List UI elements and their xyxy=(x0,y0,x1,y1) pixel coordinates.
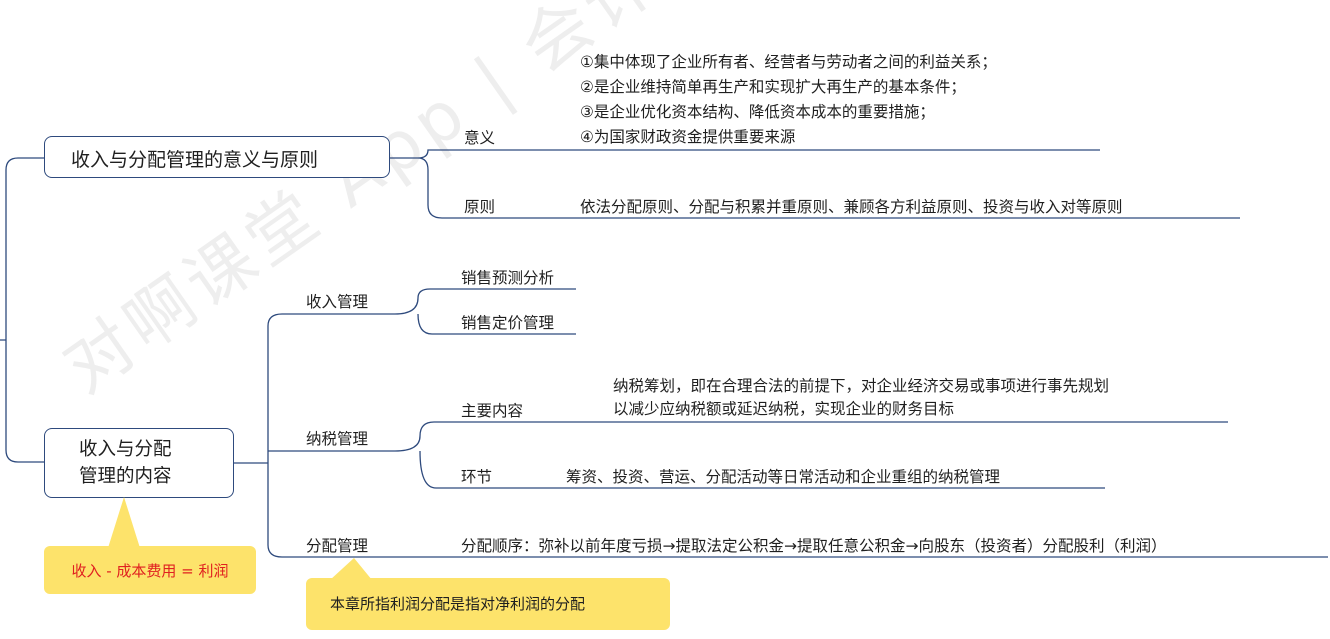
root-connector xyxy=(0,157,44,463)
tax-stage-label[interactable]: 环节 xyxy=(461,468,493,486)
net-profit-note[interactable]: 本章所指利润分配是指对净利润的分配 xyxy=(306,578,670,630)
tax-mgmt-label[interactable]: 纳税管理 xyxy=(306,430,369,448)
tax-main-text: 以减少应纳税额或延迟纳税，实现企业的财务目标 xyxy=(613,400,955,418)
income-mgmt-item[interactable]: 销售定价管理 xyxy=(461,314,555,332)
topic-meaning-principle-label: 收入与分配管理的意义与原则 xyxy=(71,149,319,171)
meaning-item: ②是企业维持简单再生产和实现扩大再生产的基本条件； xyxy=(580,78,966,96)
meaning-label[interactable]: 意义 xyxy=(464,129,496,147)
income-mgmt-item[interactable]: 销售预测分析 xyxy=(461,269,555,287)
topic2-connector xyxy=(234,313,1328,558)
tax-main-text: 纳税筹划，即在合理合法的前提下，对企业经济交易或事项进行事先规划 xyxy=(613,377,1110,395)
meaning-item: ④为国家财政资金提供重要来源 xyxy=(580,128,796,146)
tax-connector xyxy=(394,421,1228,489)
topic-content-line1: 收入与分配 xyxy=(79,439,172,460)
income-connector xyxy=(394,288,576,335)
principle-text: 依法分配原则、分配与积累并重原则、兼顾各方利益原则、投资与收入对等原则 xyxy=(580,198,1123,216)
income-mgmt-label[interactable]: 收入管理 xyxy=(306,293,369,311)
profit-note-text: 收入 - 成本费用 = 利润 xyxy=(71,562,229,580)
net-profit-note-text: 本章所指利润分配是指对净利润的分配 xyxy=(330,595,586,613)
tax-stage-text: 筹资、投资、营运、分配活动等日常活动和企业重组的纳税管理 xyxy=(566,468,1001,486)
topic1-connector xyxy=(390,149,1240,219)
dist-mgmt-label[interactable]: 分配管理 xyxy=(306,537,369,555)
profit-note[interactable]: 收入 - 成本费用 = 利润 xyxy=(44,546,256,594)
topic-content-line2: 管理的内容 xyxy=(79,466,172,487)
dist-mgmt-text: 分配顺序：弥补以前年度亏损→提取法定公积金→提取任意公积金→向股东（投资者）分配… xyxy=(461,537,1167,555)
topic-meaning-principle[interactable]: 收入与分配管理的意义与原则 xyxy=(44,136,390,178)
topic-content[interactable]: 收入与分配 管理的内容 xyxy=(44,428,234,498)
tax-main-label[interactable]: 主要内容 xyxy=(461,402,524,420)
meaning-item: ③是企业优化资本结构、降低资本成本的重要措施； xyxy=(580,103,935,121)
principle-label[interactable]: 原则 xyxy=(464,198,496,216)
meaning-item: ①集中体现了企业所有者、经营者与劳动者之间的利益关系； xyxy=(580,53,997,71)
